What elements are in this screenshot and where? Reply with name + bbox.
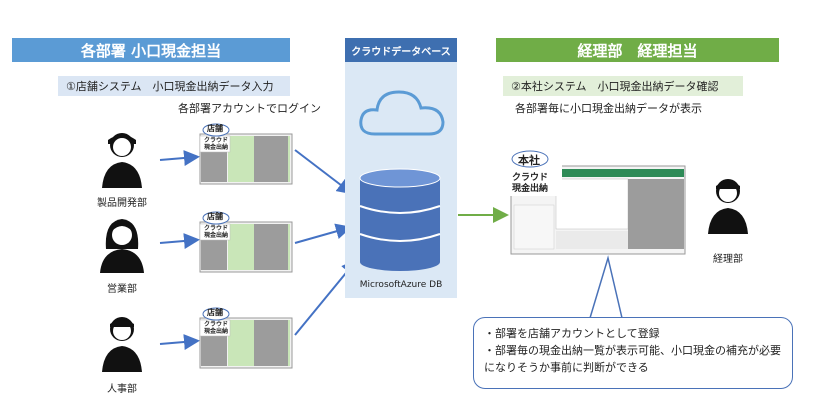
arrow-shop2-to-db (294, 223, 352, 244)
hq-tag: 本社 (518, 154, 540, 167)
shop-system-thumbnail-3 (198, 306, 294, 370)
callout-box: ・部署を店舗アカウントとして登録 ・部署毎の現金出納一覧が表示可能、小口現金の補… (473, 317, 793, 389)
left-section-header: 各部署 小口現金担当 (12, 38, 290, 62)
dept-label-hr: 人事部 (107, 384, 137, 395)
right-step-label: ②本社システム 小口現金出納データ確認 (503, 76, 743, 96)
dept-label-dev: 製品開発部 (97, 198, 147, 209)
callout-pointer (588, 255, 623, 319)
cloud-icon (357, 82, 447, 142)
shop-app-name-3: クラウド 現金出納 (203, 321, 228, 335)
database-icon (358, 168, 442, 272)
hq-app-name-line1: クラウド (512, 173, 549, 183)
arrow-dev-to-shop (159, 150, 200, 166)
arrow-sales-to-shop (159, 233, 200, 249)
shop-tag-3: 店舗 (207, 308, 223, 317)
arrow-shop1-to-db (294, 149, 354, 195)
person-icon-dev (100, 130, 144, 190)
callout-line-1: ・部署を店舗アカウントとして登録 (484, 327, 660, 340)
dept-label-sales: 営業部 (107, 284, 137, 295)
accounting-label: 経理部 (713, 254, 743, 265)
shop-app-name-2: クラウド 現金出納 (203, 225, 228, 239)
callout-line-2: ・部署毎の現金出納一覧が表示可能、小口現金の補充が必要 (484, 344, 781, 357)
shop-tag-2: 店舗 (207, 212, 223, 221)
shop-app-name-1: クラウド 現金出納 (203, 137, 228, 151)
person-icon-hr (100, 314, 144, 374)
shop-tag-1: 店舗 (207, 124, 223, 133)
right-section-header: 経理部 経理担当 (496, 38, 779, 62)
person-icon-sales (98, 215, 146, 275)
hq-app-label-box (506, 150, 562, 196)
login-note: 各部署アカウントでログイン (178, 102, 321, 115)
database-label: MicrosoftAzure DB (359, 280, 443, 290)
shop-system-thumbnail-2 (198, 210, 294, 274)
shop-system-thumbnail-1 (198, 122, 294, 186)
right-note: 各部署毎に小口現金出納データが表示 (515, 102, 702, 115)
hq-app-name-line2: 現金出納 (512, 184, 549, 194)
person-icon-accounting (706, 176, 750, 236)
callout-line-3: になりそうか事前に判断ができる (484, 361, 649, 374)
cloud-database-header: クラウドデータベース (345, 38, 457, 62)
arrow-hr-to-shop (159, 334, 200, 350)
left-step-label: ①店舗システム 小口現金出納データ入力 (58, 76, 290, 96)
